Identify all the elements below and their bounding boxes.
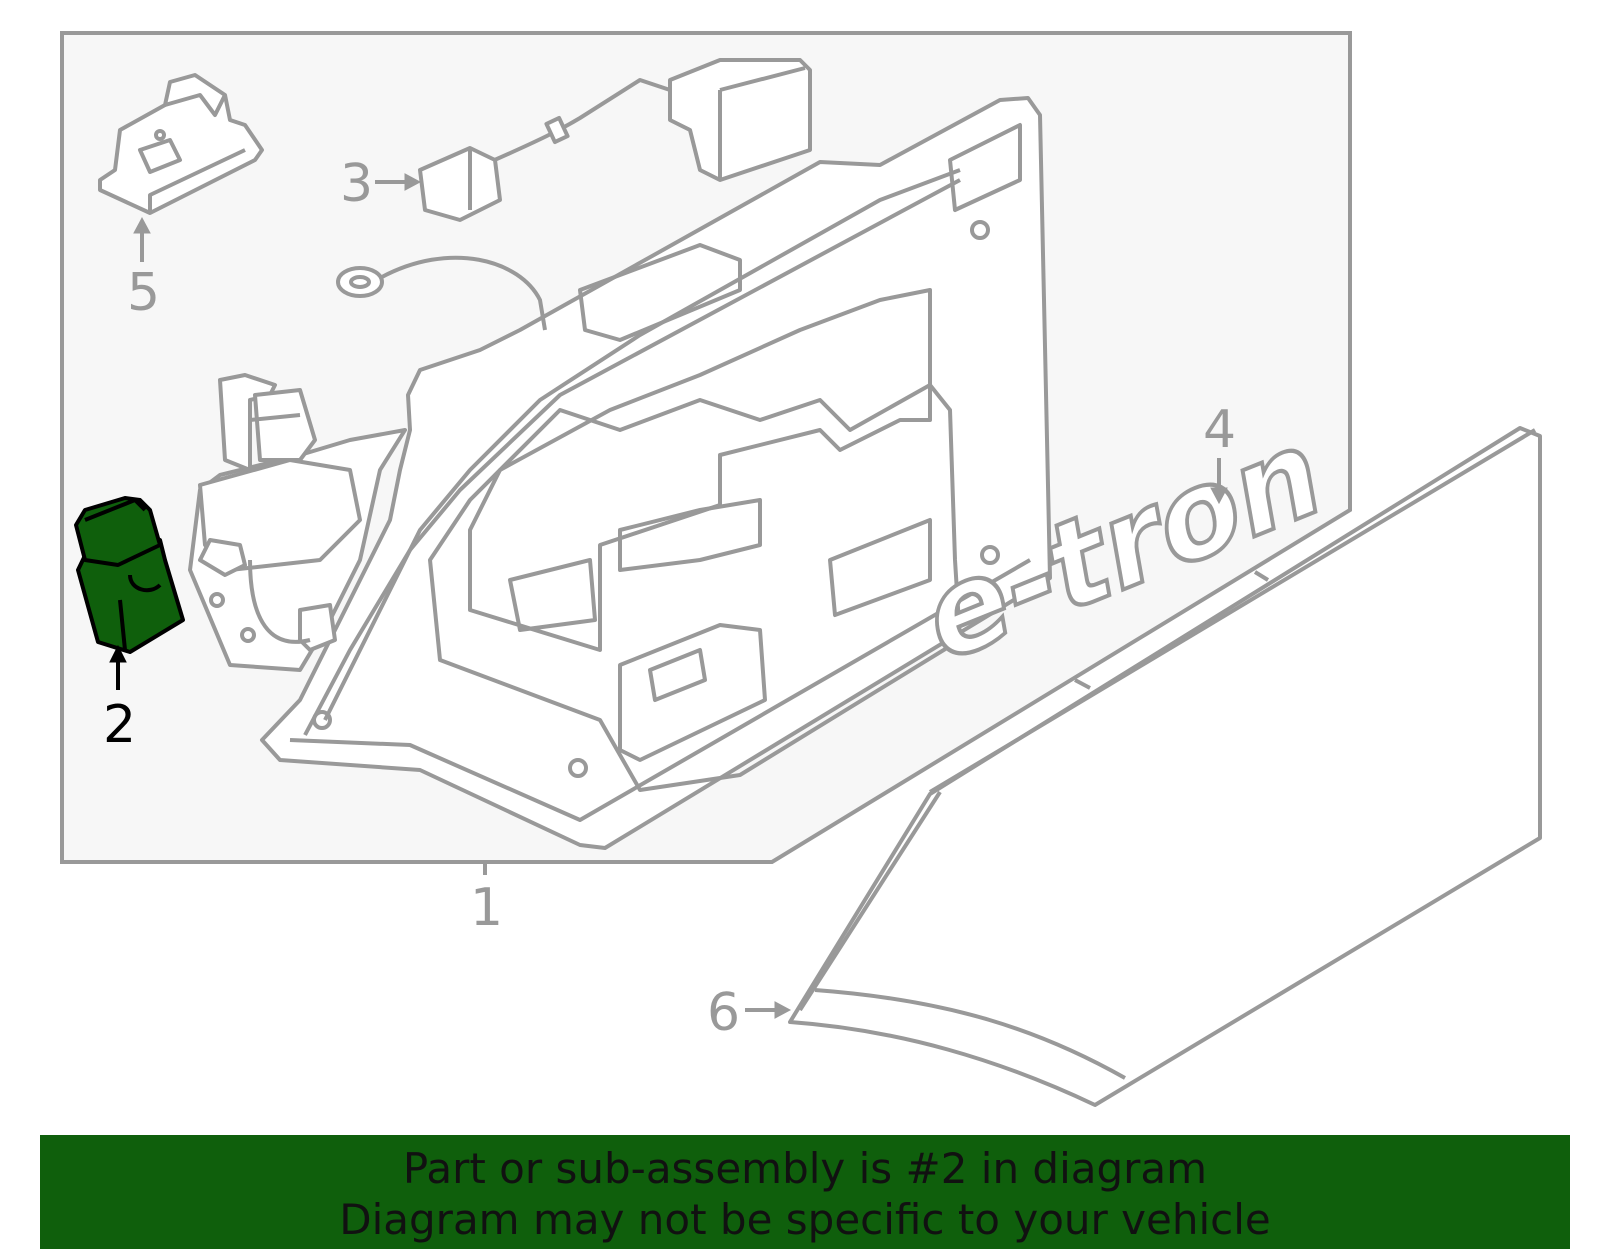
trunk-lid-inner-panel xyxy=(260,96,1052,850)
callout-5: 5 xyxy=(127,263,160,323)
callout-6: 6 xyxy=(707,983,740,1043)
callout-2: 2 xyxy=(103,695,136,755)
part-6-trim-panel xyxy=(788,426,1542,1107)
leader-lines xyxy=(109,173,1228,1019)
callout-1: 1 xyxy=(470,878,503,938)
callout-4: 4 xyxy=(1203,400,1236,460)
banner-line-1: Part or sub-assembly is #2 in diagram xyxy=(402,1144,1208,1193)
latch-assembly xyxy=(188,373,407,672)
part-2-highlighted-switch xyxy=(74,496,185,654)
part-3-harness xyxy=(418,58,812,222)
ground-wire xyxy=(336,255,547,331)
callout-3: 3 xyxy=(340,154,373,214)
part-5-housing xyxy=(98,73,264,215)
banner-line-2: Diagram may not be specific to your vehi… xyxy=(339,1195,1271,1244)
info-banner: Part or sub-assembly is #2 in diagram Di… xyxy=(40,1135,1570,1249)
